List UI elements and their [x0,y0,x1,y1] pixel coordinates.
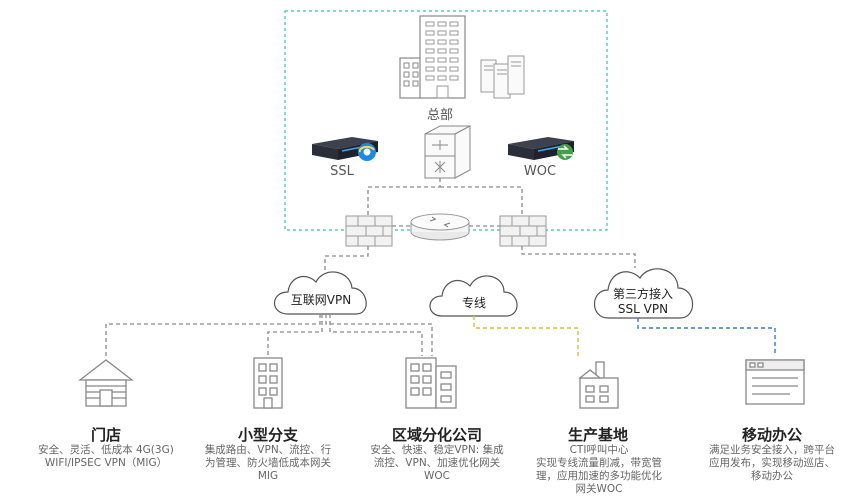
ssl-device-icon [312,137,378,161]
desc-line: WOC [424,470,450,482]
leased-line-label: 专线 [461,296,486,310]
right-brick-wall-icon [499,215,547,247]
factory-icon [578,361,619,409]
store-icon [78,359,134,407]
ssl-label: SSL [330,164,354,179]
desc-line: 实现专线流量削减，带宽管 [536,457,662,469]
desc-line: 应用发布，实现移动巡店、 [709,457,835,469]
mobile-office-window-icon [745,359,805,405]
regional-company-description: 安全、快速、稳定VPN: 集成 流控、VPN、加速优化网关 WOC [356,444,518,483]
small-branch-description: 集成路由、VPN、流控、行 为管理、防火墙低成本网关 MIG [188,444,348,483]
store-title: 门店 [90,426,121,444]
desc-line: 流控、VPN、加速优化网关 [373,457,501,469]
mobile-office-description: 满足业务安全接入，跨平台 应用发布，实现移动巡店、 移动办公 [696,444,848,483]
regional-company-building-icon [405,357,457,409]
desc-line: MIG [257,470,279,482]
desc-line: 为管理、防火墙低成本网关 [205,457,331,469]
desc-line: 理，应用加速的多功能优化 [536,470,662,482]
leased-line-link [473,316,579,356]
desc-line: 安全、快速、稳定VPN: 集成 [370,444,504,456]
internet-vpn-links [105,314,433,356]
hq-building-icon [399,15,466,99]
store-description: 安全、灵活、低成本 4G(3G) WIFI/IPSEC VPN（MIG） [16,444,196,470]
hq-internal-links [324,178,636,270]
woc-label: WOC [523,164,557,179]
desc-line: 集成路由、VPN、流控、行 [204,444,332,456]
core-firewall-icon [424,125,471,179]
desc-line: WIFI/IPSEC VPN（MIG） [44,457,168,469]
woc-device-icon [508,137,574,160]
hq-label: 总部 [426,108,453,123]
leased-line-cloud-icon [429,275,518,317]
ssl-vpn-cloud-icon [593,268,694,319]
ssl-vpn-label: SSL VPN [617,302,669,316]
mobile-office-title: 移动办公 [741,426,802,444]
desc-line: 网关WOC [575,483,623,495]
small-branch-title: 小型分支 [237,426,298,444]
desc-line: CTI呼叫中心 [569,444,629,456]
small-branch-building-icon [253,357,283,409]
server-tower-icon [480,55,525,99]
third-party-access-label: 第三方接入 [612,287,673,301]
desc-line: 移动办公 [751,470,793,482]
production-base-description: CTI呼叫中心 实现专线流量削减，带宽管 理，应用加速的多功能优化 网关WOC [524,444,674,496]
ssl-vpn-link [637,318,776,356]
left-brick-wall-icon [345,215,393,247]
desc-line: 满足业务安全接入，跨平台 [709,444,835,456]
router-icon [410,213,470,241]
internet-vpn-cloud-icon [273,271,367,315]
production-base-title: 生产基地 [567,426,628,444]
internet-vpn-label: 互联网VPN [290,293,352,307]
regional-company-title: 区域分化公司 [391,426,482,444]
desc-line: 安全、灵活、低成本 4G(3G) [38,444,174,456]
